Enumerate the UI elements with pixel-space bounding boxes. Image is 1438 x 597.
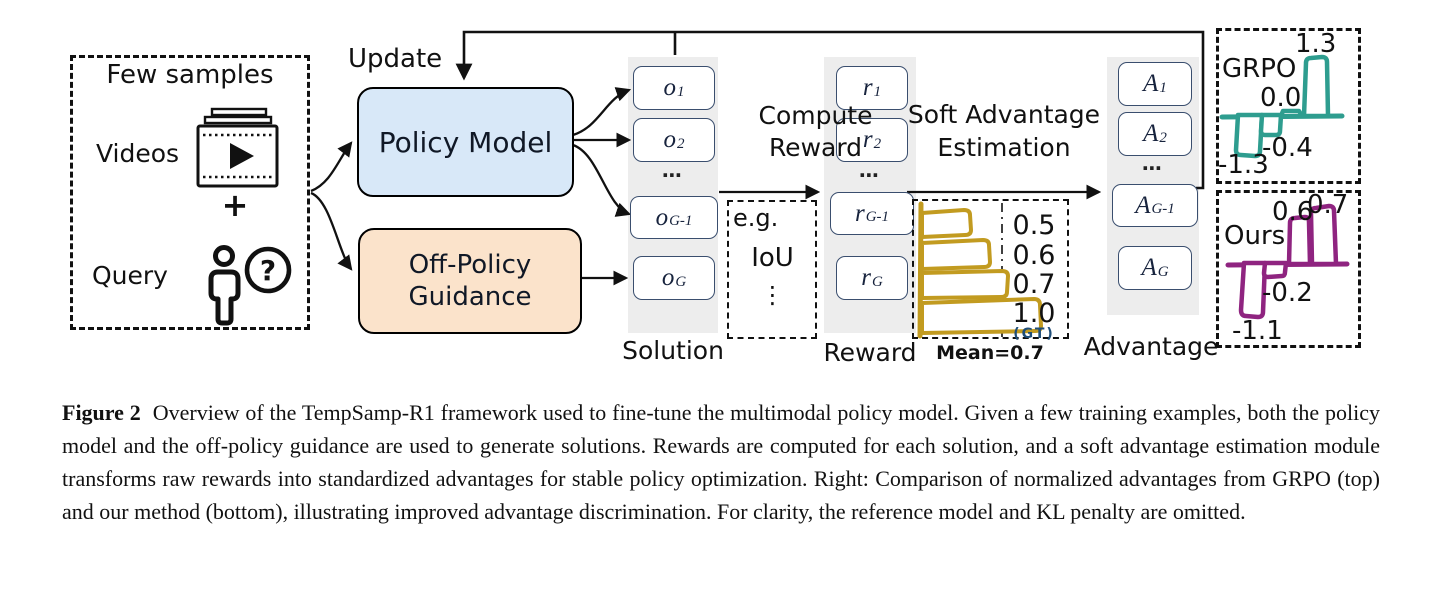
vdots: ⋮ (760, 281, 785, 309)
question-mark: ? (260, 254, 276, 287)
plus-sign: + (221, 186, 249, 224)
reward-value-0: 0.5 (1012, 210, 1056, 241)
reward-column-label: Reward (823, 338, 917, 367)
gt-label: (GT) (1013, 326, 1055, 342)
bar (1301, 54, 1331, 119)
off-policy-line2: Guidance (408, 282, 532, 312)
bar (920, 297, 1043, 335)
compute-reward-label: Compute Reward (758, 101, 873, 162)
grpo-value-neg13: -1.3 (1218, 150, 1269, 180)
grpo-value-zero: 0.0 (1260, 83, 1302, 113)
policy-model-label: Policy Model (378, 125, 553, 159)
reward-value-3: 1.0 (1012, 298, 1056, 329)
bar (1233, 112, 1265, 159)
ours-value-neg02: -0.2 (1262, 278, 1313, 308)
ours-value-07: 0.7 (1307, 190, 1349, 220)
query-person-icon (208, 245, 241, 326)
iou-label: IoU (751, 243, 794, 273)
soft-advantage-label: Soft Advantage Estimation (907, 100, 1101, 162)
fork-to-policy-arrow (310, 141, 353, 193)
zero-step (1278, 108, 1305, 119)
grpo-value-neg04: -0.4 (1262, 133, 1313, 163)
solution-ellipsis: ⋯ (662, 163, 684, 187)
grpo-title: GRPO (1222, 54, 1297, 84)
reward-chart-panel (912, 199, 1069, 339)
figure-caption-text: Overview of the TempSamp-R1 framework us… (62, 400, 1380, 524)
update-feedback-line (455, 30, 1205, 190)
bar (1308, 203, 1339, 267)
update-label: Update (348, 44, 443, 74)
question-circle-icon: ? (244, 246, 292, 294)
reward-value-1: 0.6 (1012, 240, 1056, 271)
fork-to-guidance-arrow (310, 191, 353, 271)
mean-label: Mean=0.7 (936, 342, 1044, 364)
advantage-column-label: Advantage (1083, 332, 1219, 361)
policy-model-box: Policy Model (357, 87, 574, 197)
ours-panel (1216, 190, 1361, 348)
policy-to-og1-arrow (572, 143, 632, 217)
bar (920, 208, 973, 239)
ours-title: Ours (1224, 221, 1286, 251)
few-samples-title: Few samples (106, 60, 274, 90)
bar (1258, 112, 1284, 138)
grpo-value-pos: 1.3 (1295, 29, 1337, 59)
eg-iou-box (727, 200, 817, 339)
query-label: Query (92, 261, 168, 290)
grpo-step-chart (1219, 54, 1345, 159)
advantage-ellipsis: ⋯ (1142, 156, 1164, 180)
policy-to-o1-arrow (572, 87, 632, 137)
eg-label: e.g. (733, 204, 779, 232)
figure-caption-label: Figure 2 (62, 400, 141, 425)
play-icon (230, 143, 254, 169)
ours-value-06: 0.6 (1272, 197, 1314, 227)
ours-step-chart (1225, 203, 1350, 320)
reward-ellipsis: ⋯ (859, 163, 881, 187)
videos-label: Videos (96, 139, 180, 168)
few-samples-box (70, 55, 310, 330)
bar (1238, 260, 1268, 320)
off-policy-guidance-box: Off-Policy Guidance (358, 228, 582, 334)
grpo-panel (1216, 28, 1361, 184)
off-policy-line1: Off-Policy (408, 250, 532, 280)
bar (1261, 260, 1289, 280)
ours-value-neg11: -1.1 (1232, 316, 1283, 346)
solution-column-label: Solution (622, 336, 724, 365)
reward-value-2: 0.7 (1012, 269, 1056, 300)
bar (920, 269, 1010, 300)
videos-icon (196, 107, 279, 188)
bar (920, 238, 992, 271)
reward-bars-chart (917, 201, 1043, 339)
